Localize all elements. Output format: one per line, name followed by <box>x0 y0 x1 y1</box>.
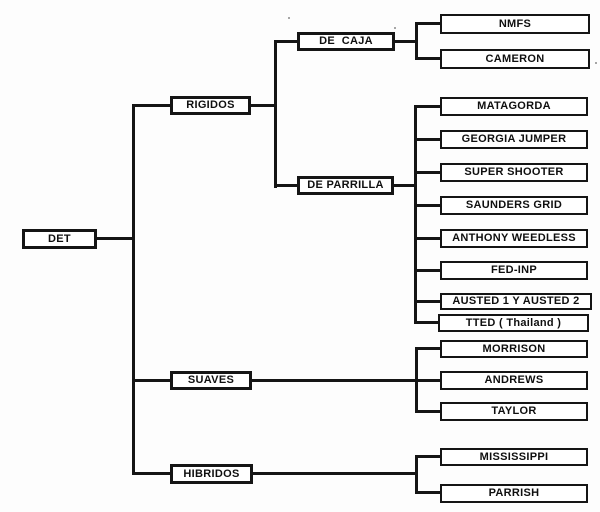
scan-speck <box>394 27 396 29</box>
node-mississippi: MISSISSIPPI <box>440 448 588 466</box>
connector-rigidos-out <box>251 104 274 107</box>
connector-to-de-caja <box>277 40 297 43</box>
node-hibridos: HIBRIDOS <box>170 464 253 484</box>
connector-to-taylor <box>418 410 440 413</box>
connector-de-parrilla-out <box>394 184 414 187</box>
connector-trunk <box>132 104 135 475</box>
node-tted-thailand: TTED ( Thailand ) <box>438 314 589 332</box>
node-parrish: PARRISH <box>440 484 588 503</box>
scan-speck <box>288 17 290 19</box>
connector-to-cameron <box>418 57 440 60</box>
node-de-parrilla: DE PARRILLA <box>297 176 394 195</box>
node-super-shooter: SUPER SHOOTER <box>440 163 588 182</box>
connector-to-saunders-grid <box>417 204 440 207</box>
connector-to-morrison <box>418 347 440 350</box>
node-matagorda: MATAGORDA <box>440 97 588 116</box>
connector-trunk-rigidos <box>132 104 170 107</box>
connector-rigidos-children <box>274 40 277 188</box>
node-nmfs: NMFS <box>440 14 590 34</box>
connector-de-caja-out <box>395 40 418 43</box>
connector-to-anthony-weedless <box>417 237 440 240</box>
connector-to-fed-inp <box>417 269 440 272</box>
node-fed-inp: FED-INP <box>440 261 588 280</box>
connector-to-matagorda <box>417 105 440 108</box>
connector-to-georgia-jumper <box>417 138 440 141</box>
connector-to-mississippi <box>418 455 440 458</box>
connector-to-nmfs <box>418 22 440 25</box>
node-austed: AUSTED 1 Y AUSTED 2 <box>440 293 592 310</box>
connector-trunk-suaves <box>132 379 170 382</box>
connector-to-de-parrilla <box>277 184 297 187</box>
connector-trunk-hibridos <box>132 472 170 475</box>
node-georgia-jumper: GEORGIA JUMPER <box>440 130 588 149</box>
connector-to-super-shooter <box>417 171 440 174</box>
node-det: DET <box>22 229 97 249</box>
connector-suaves-out <box>252 379 415 382</box>
node-suaves: SUAVES <box>170 371 252 390</box>
connector-suaves-children <box>415 347 418 413</box>
connector-to-tted <box>417 321 438 324</box>
connector-hibridos-out <box>253 472 415 475</box>
node-taylor: TAYLOR <box>440 402 588 421</box>
node-andrews: ANDREWS <box>440 371 588 390</box>
connector-to-andrews <box>418 379 440 382</box>
node-morrison: MORRISON <box>440 340 588 358</box>
connector-det-trunk <box>97 237 132 240</box>
connector-to-parrish <box>418 491 440 494</box>
scan-speck <box>595 62 597 64</box>
connector-hibridos-children <box>415 455 418 494</box>
connector-to-austed <box>417 300 440 303</box>
node-rigidos: RIGIDOS <box>170 96 251 115</box>
node-de-caja: DE CAJA <box>297 32 395 51</box>
node-saunders-grid: SAUNDERS GRID <box>440 196 588 215</box>
connector-de-parrilla-children <box>414 105 417 324</box>
node-anthony-weedless: ANTHONY WEEDLESS <box>440 229 588 248</box>
connector-de-caja-children <box>415 22 418 60</box>
node-cameron: CAMERON <box>440 49 590 69</box>
